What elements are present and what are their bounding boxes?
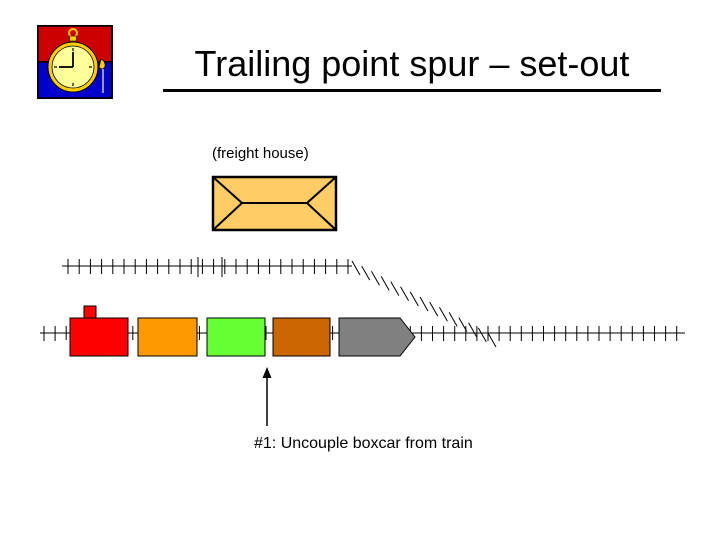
track-tie <box>448 312 458 327</box>
track-tie <box>477 327 487 343</box>
arrow-up-icon <box>262 367 272 426</box>
pocket-watch-icon <box>37 25 113 99</box>
track-tie <box>438 307 448 322</box>
track-tie <box>390 281 400 296</box>
brown-car <box>272 317 331 357</box>
freight-house <box>211 175 338 232</box>
orange-car <box>137 317 198 357</box>
track-tie <box>400 286 410 301</box>
track-tie <box>409 291 419 307</box>
green-boxcar <box>206 317 266 357</box>
step-caption: #1: Uncouple boxcar from train <box>254 435 473 452</box>
title-underline <box>163 89 661 92</box>
slide-title: Trailing point spur – set-out <box>194 43 630 84</box>
track-tie <box>468 322 478 337</box>
train <box>69 305 416 357</box>
track-tie <box>370 271 380 286</box>
track-tie <box>361 265 371 281</box>
locomotive <box>69 305 129 357</box>
gray-lead-car <box>338 317 416 357</box>
track-tie <box>429 301 439 317</box>
track-tie <box>419 296 429 312</box>
spur-track <box>62 257 352 277</box>
track-tie <box>487 332 497 348</box>
track-tie <box>351 260 361 276</box>
freight-house-label: (freight house) <box>212 145 309 162</box>
track-tie <box>380 276 390 291</box>
